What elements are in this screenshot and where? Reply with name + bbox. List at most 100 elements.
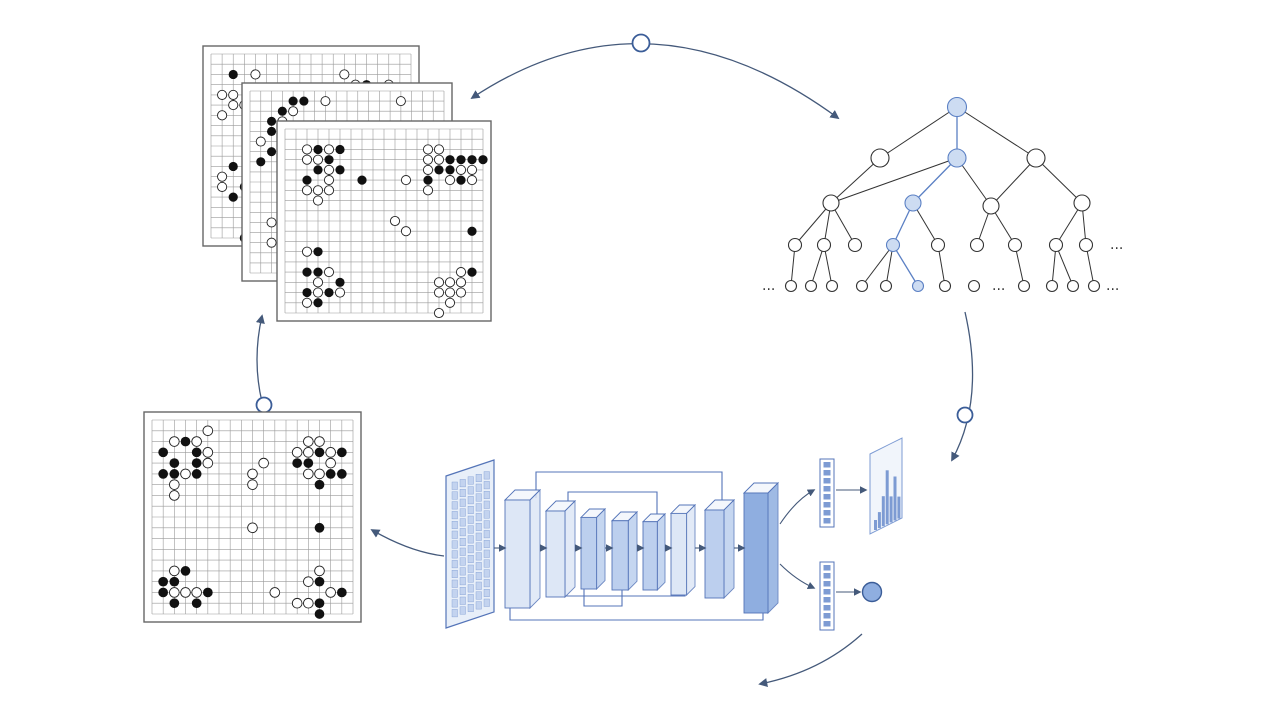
input-cell <box>483 589 490 597</box>
tree-edge <box>830 157 881 204</box>
input-cell <box>459 518 466 527</box>
white-stone <box>247 479 258 490</box>
input-cell <box>483 491 490 499</box>
white-stone <box>312 154 324 165</box>
white-stone <box>303 447 314 458</box>
input-cell <box>467 496 474 505</box>
input-cell <box>451 570 458 578</box>
white-stone <box>422 164 434 175</box>
input-cell <box>467 604 474 612</box>
input-cell <box>459 587 466 595</box>
tree-node <box>879 279 893 293</box>
tree-edge <box>956 157 992 207</box>
black-stone <box>228 69 238 80</box>
white-stone <box>444 175 456 186</box>
histogram-bar <box>874 520 877 530</box>
tree-node <box>1026 148 1046 168</box>
black-stone <box>467 267 477 277</box>
policy-vector <box>819 458 835 528</box>
input-cell <box>459 538 466 546</box>
tree-node <box>982 197 1000 215</box>
vector-cell <box>823 613 831 619</box>
tree-ellipsis: ... <box>1110 237 1123 253</box>
input-cell <box>459 557 466 566</box>
white-stone <box>180 468 191 480</box>
vector-cell <box>823 573 831 579</box>
conv-layer-side <box>627 510 638 592</box>
white-stone <box>455 164 467 175</box>
tree-edge <box>956 106 1037 159</box>
tree-node <box>967 279 981 293</box>
white-stone <box>389 215 401 227</box>
white-stone <box>191 436 202 447</box>
black-stone <box>314 576 325 587</box>
input-cell <box>459 547 466 556</box>
black-stone <box>303 458 314 468</box>
black-stone <box>299 96 309 106</box>
policy-histogram <box>869 437 903 535</box>
black-stone <box>288 96 298 106</box>
black-stone <box>302 267 312 277</box>
white-stone <box>323 185 335 196</box>
black-stone <box>336 447 347 458</box>
input-cell <box>451 501 458 510</box>
tree-node <box>1007 237 1023 253</box>
white-stone <box>169 587 180 598</box>
tree-edge <box>990 157 1037 207</box>
vector-cell <box>823 470 831 476</box>
black-stone <box>336 587 347 598</box>
black-stone <box>467 226 477 236</box>
black-stone <box>478 155 488 165</box>
black-stone <box>336 469 347 479</box>
conv-layer-side <box>564 499 576 599</box>
input-cell <box>483 471 490 480</box>
white-stone <box>444 277 456 288</box>
conv-layer <box>743 492 769 614</box>
white-stone <box>433 154 445 165</box>
input-cell <box>467 545 474 554</box>
input-cell <box>451 530 458 539</box>
tree-node <box>904 194 922 212</box>
tree-node <box>1087 279 1101 293</box>
vector-cell <box>823 605 831 611</box>
black-stone <box>169 576 180 587</box>
white-stone <box>202 457 214 469</box>
white-stone <box>180 587 191 598</box>
tree-ellipsis: ... <box>762 278 775 294</box>
input-cell <box>483 510 490 519</box>
input-cell <box>475 483 482 492</box>
black-stone <box>314 598 325 609</box>
black-stone <box>267 147 277 157</box>
histogram-bar <box>877 512 881 529</box>
tree-node <box>804 279 818 293</box>
tree-edge <box>1035 157 1083 204</box>
black-stone <box>158 447 169 458</box>
input-cell <box>467 486 474 495</box>
white-stone <box>202 447 214 458</box>
input-cell <box>483 549 490 558</box>
white-stone <box>169 479 180 490</box>
conv-layer <box>611 520 629 591</box>
tree-node <box>1066 279 1080 293</box>
input-cell <box>467 515 474 524</box>
white-stone <box>455 267 467 278</box>
input-cell <box>451 491 458 500</box>
white-stone <box>228 100 239 111</box>
input-cell <box>467 555 474 563</box>
conv-layer <box>504 499 531 609</box>
black-stone <box>158 587 169 598</box>
input-cell <box>451 560 458 569</box>
white-stone <box>266 217 277 228</box>
input-cell <box>459 528 466 537</box>
cycle-node-top <box>631 33 651 53</box>
black-stone <box>325 469 336 479</box>
input-cell <box>475 542 482 551</box>
white-stone <box>314 565 325 577</box>
white-stone <box>455 277 467 288</box>
input-cell <box>451 481 458 490</box>
white-stone <box>312 287 324 298</box>
black-stone <box>191 447 202 458</box>
vector-cell <box>823 581 831 587</box>
white-stone <box>301 297 313 308</box>
white-stone <box>422 185 434 196</box>
